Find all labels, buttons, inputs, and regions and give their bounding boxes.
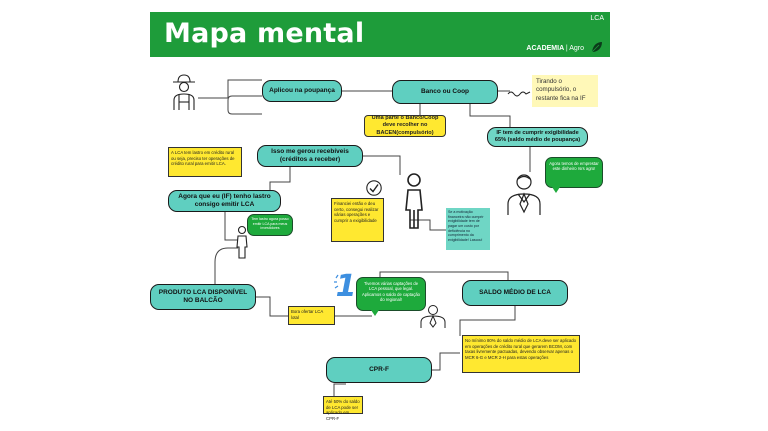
page-title: Mapa mental — [164, 18, 365, 49]
checkmark-icon — [366, 180, 382, 196]
person-small-icon — [236, 225, 248, 259]
number-one-icon: 1 — [334, 269, 357, 300]
note-cprf-50: Até 50% do saldo de LCA pode ser aplicad… — [323, 396, 363, 421]
node-cpr-f: CPR-F — [326, 357, 432, 383]
person-icon — [405, 173, 423, 229]
brand-logo-text: ACADEMIA | Agro — [526, 45, 584, 52]
note-parte-compulsorio: Uma parte o Banco/Coop deve recolher no … — [364, 115, 446, 137]
brand-sub: | Agro — [565, 45, 584, 52]
bubble-tivemos-captacoes: Tivemos várias captações de LCA pessoal,… — [356, 277, 426, 316]
node-banco-coop: Banco ou Coop — [392, 80, 498, 104]
banker-icon — [507, 174, 541, 215]
bubble-tem-lastro-text: Tem lastro agora posso emitir LCA para m… — [251, 217, 289, 231]
note-minimo-80: No mínimo 80% do saldo médio de LCA deve… — [462, 335, 580, 373]
note-motivacao-financeira: Se a motivação financeira não cumprir ex… — [446, 208, 490, 250]
farmer-icon — [173, 74, 195, 110]
note-financiei: Financiei então e deu certo, consegui re… — [331, 198, 384, 242]
brand-name: ACADEMIA — [526, 45, 564, 52]
manager-icon — [420, 305, 446, 328]
node-saldo-medio-lca: SALDO MÉDIO DE LCA — [462, 280, 568, 306]
node-gerou-recebiveis: Isso me gerou recebíveis (créditos a rec… — [257, 145, 363, 167]
bubble-tail — [371, 310, 379, 316]
bubble-tail — [552, 187, 560, 193]
note-tirando-compulsorio: Tirando o compulsório, o restante fica n… — [532, 75, 598, 107]
leaf-icon — [591, 42, 602, 53]
note-lca-lastro: A LCA tem lastro em crédito rural ou sej… — [168, 147, 242, 177]
bubble-agora-temos-text: Agora temos de emprestar este dinheiro r… — [549, 161, 599, 172]
note-bora-ofertar: Bora ofertar LCA lotal — [288, 306, 335, 325]
bubble-agora-temos: Agora temos de emprestar este dinheiro r… — [545, 157, 603, 193]
node-aplicou-poupanca: Aplicou na poupança — [262, 80, 342, 102]
node-produto-lca: PRODUTO LCA DISPONÍVEL NO BALCÃO — [150, 284, 256, 310]
node-agora-if-lastro: Agora que eu (IF) tenho lastro consigo e… — [168, 190, 281, 212]
header-banner: Mapa mental LCA ACADEMIA | Agro — [150, 12, 610, 57]
bubble-tivemos-text: Tivemos várias captações de LCA pessoal,… — [362, 281, 420, 303]
squiggle-arrow-icon — [507, 91, 531, 97]
bubble-tem-lastro: Tem lastro agora posso emitir LCA para m… — [247, 214, 293, 236]
node-if-exigibilidade: IF tem de cumprir exigibilidade 65% (sal… — [487, 127, 588, 147]
header-tag: LCA — [590, 15, 604, 22]
svg-text:1: 1 — [336, 269, 357, 300]
